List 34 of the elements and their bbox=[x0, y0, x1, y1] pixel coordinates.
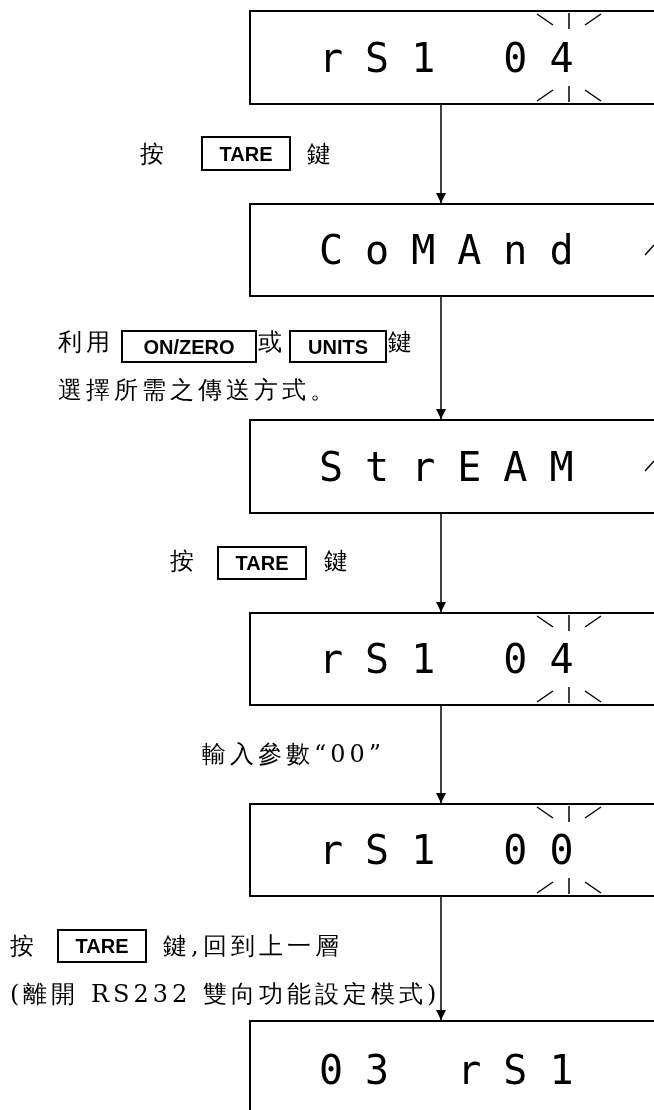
display-readout: rS1 04 bbox=[319, 37, 596, 78]
display-readout: StrEAM bbox=[319, 446, 596, 487]
key-label: UNITS bbox=[289, 330, 387, 363]
instruction-text: 鍵 bbox=[324, 547, 352, 576]
instruction-text: 鍵 bbox=[388, 328, 416, 357]
arrow bbox=[436, 896, 446, 1021]
display-readout: CoMAnd bbox=[319, 230, 596, 270]
display-readout: rS1 04 bbox=[319, 639, 596, 679]
instruction-text: 輸入參數“00” bbox=[202, 740, 386, 769]
key-label: TARE bbox=[57, 929, 147, 963]
lcd-display bbox=[249, 10, 654, 105]
lcd-display bbox=[249, 203, 654, 297]
lcd-display bbox=[249, 803, 654, 897]
key-label: TARE bbox=[201, 136, 291, 171]
lcd-display bbox=[249, 419, 654, 514]
lcd-display bbox=[249, 612, 654, 706]
instruction-text: 或 bbox=[258, 328, 286, 357]
instruction-text: 按 bbox=[140, 140, 168, 169]
arrow bbox=[436, 104, 446, 204]
instruction-text: (離開 RS232 雙向功能設定模式) bbox=[10, 980, 441, 1009]
instruction-text: 鍵,回到上一層 bbox=[163, 932, 343, 961]
instruction-text: 利用 bbox=[58, 328, 114, 357]
arrow bbox=[436, 513, 446, 613]
instruction-text: 選擇所需之傳送方式。 bbox=[58, 376, 338, 405]
arrow bbox=[436, 705, 446, 804]
instruction-text: 按 bbox=[10, 932, 38, 961]
key-label: TARE bbox=[217, 546, 307, 580]
instruction-text: 鍵 bbox=[307, 140, 335, 169]
instruction-text: 按 bbox=[170, 547, 198, 576]
arrow bbox=[436, 296, 446, 420]
key-label: ON/ZERO bbox=[121, 330, 257, 363]
lcd-display bbox=[249, 1020, 654, 1110]
display-readout: 03 rS1 bbox=[319, 1050, 596, 1090]
display-readout: rS1 00 bbox=[319, 830, 596, 870]
